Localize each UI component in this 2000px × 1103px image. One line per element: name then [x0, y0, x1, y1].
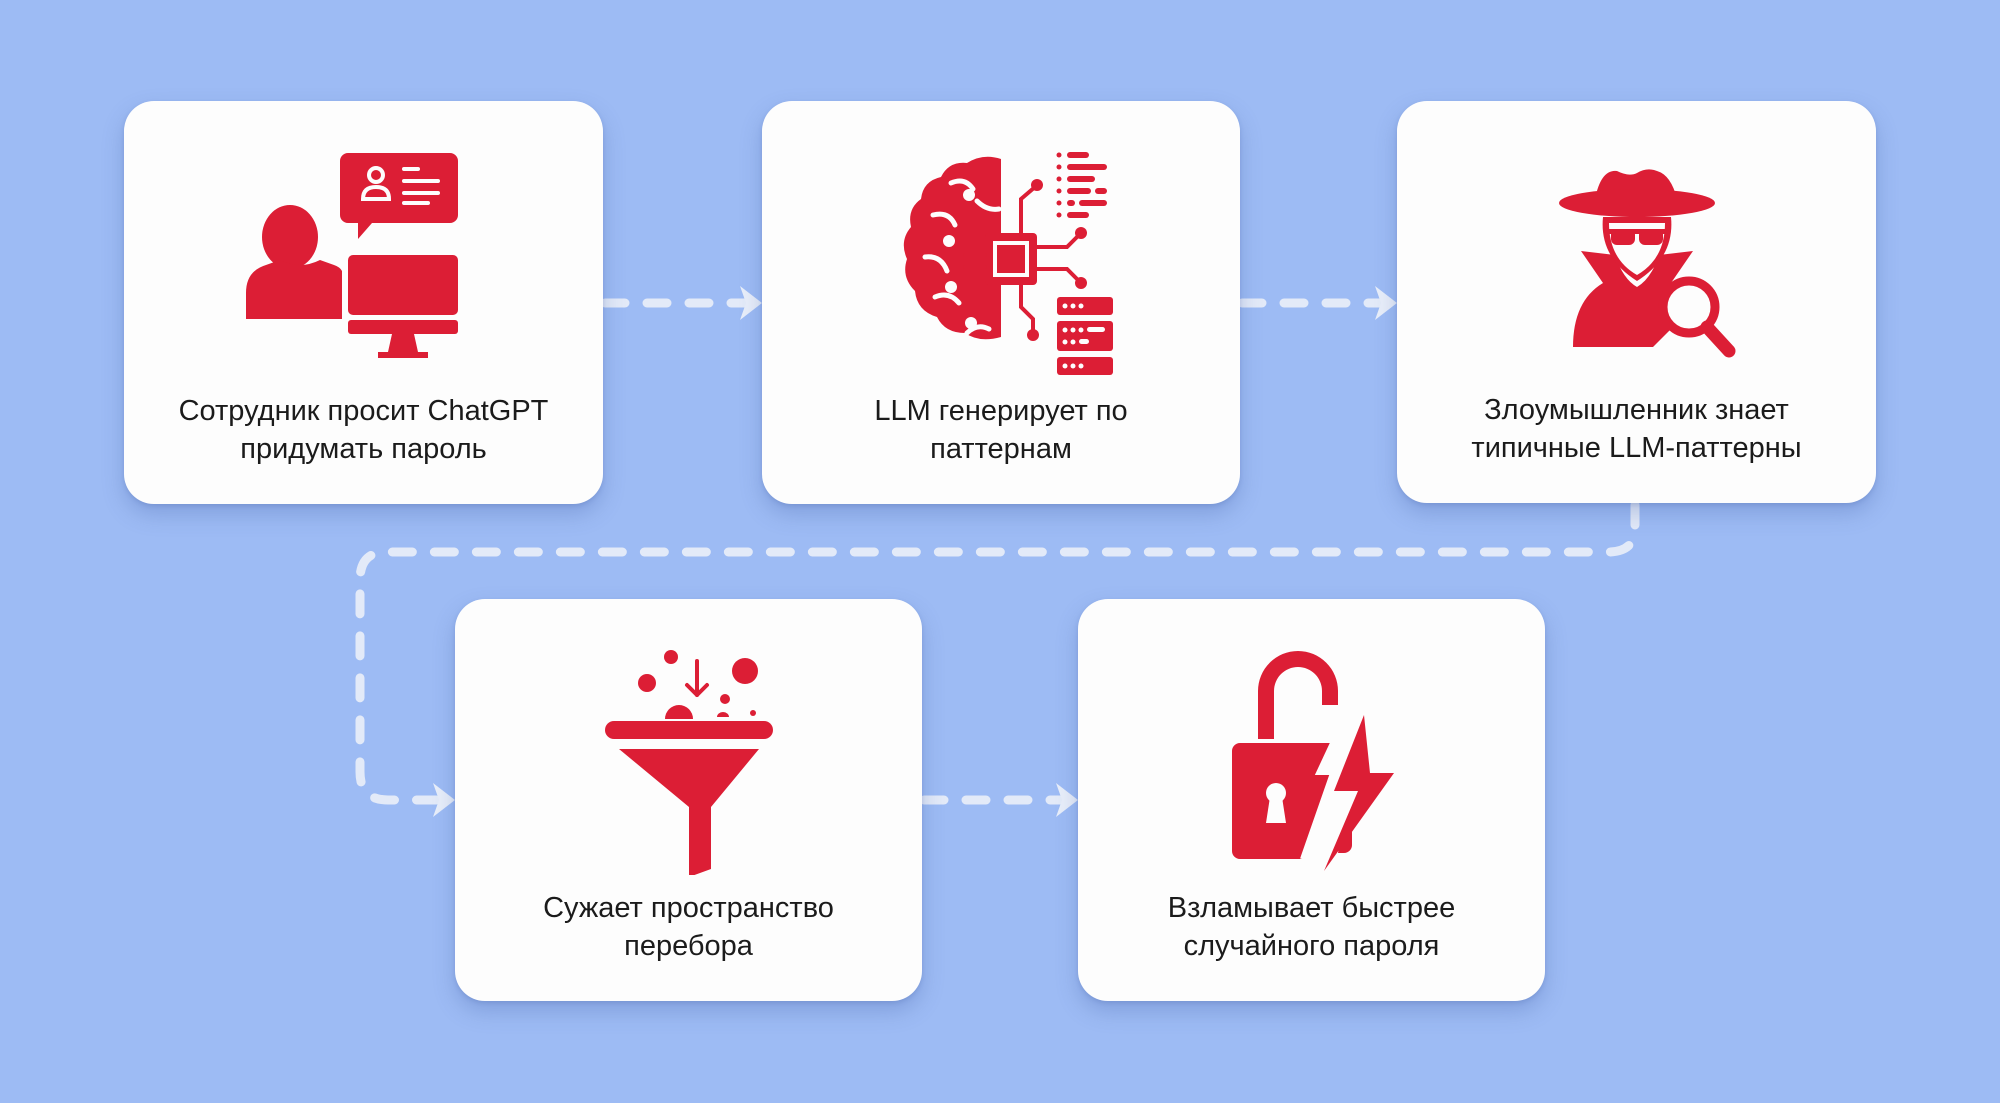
step-label: Сотрудник просит ChatGPT придумать парол…: [134, 392, 593, 468]
step-card-2: LLM генерирует по паттернам: [762, 101, 1240, 504]
step-card-1: Сотрудник просит ChatGPT придумать парол…: [124, 101, 603, 504]
step-label-line-1: Сужает пространство: [543, 892, 834, 924]
arrow-head-icon: [740, 286, 762, 320]
hacker-magnifier-icon: [1517, 137, 1757, 377]
step-label-line-2: придумать пароль: [240, 433, 487, 465]
user-chat-computer-icon: [244, 137, 484, 377]
ai-brain-chip-icon: [881, 137, 1121, 377]
arrow-head-icon: [1056, 783, 1078, 817]
step-label-line-1: LLM генерирует по: [874, 395, 1128, 427]
funnel-filter-icon: [569, 635, 809, 875]
step-label-line-2: случайного пароля: [1183, 930, 1440, 962]
broken-padlock-lightning-icon: [1192, 635, 1432, 875]
step-label-line-1: Сотрудник просит ChatGPT: [178, 395, 549, 427]
arrow-head-icon: [433, 783, 455, 817]
step-card-4: Сужает пространство перебора: [455, 599, 922, 1001]
step-label: Злоумышленник знает типичные LLM-паттерн…: [1407, 391, 1866, 467]
step-label-line-1: Злоумышленник знает: [1484, 394, 1789, 426]
step-label-line-2: паттернам: [930, 433, 1072, 465]
step-label-line-2: перебора: [624, 930, 753, 962]
step-label-line-2: типичные LLM-паттерны: [1471, 432, 1802, 464]
arrow-head-icon: [1375, 286, 1397, 320]
step-label: Взламывает быстрее случайного пароля: [1088, 889, 1535, 965]
step-card-5: Взламывает быстрее случайного пароля: [1078, 599, 1545, 1001]
step-label: Сужает пространство перебора: [465, 889, 912, 965]
step-label-line-1: Взламывает быстрее: [1167, 892, 1456, 924]
step-card-3: Злоумышленник знает типичные LLM-паттерн…: [1397, 101, 1876, 503]
step-label: LLM генерирует по паттернам: [772, 392, 1230, 468]
